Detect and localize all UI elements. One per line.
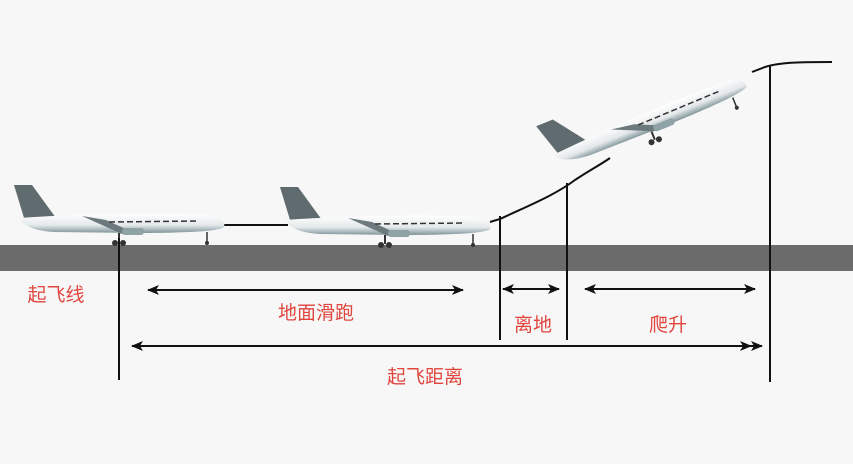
- label-takeoff-line: 起飞线: [27, 284, 85, 306]
- airplane-ground-roll: [279, 186, 492, 249]
- label-liftoff: 离地: [513, 314, 553, 336]
- label-climb: 爬升: [648, 314, 688, 336]
- runway: [0, 245, 853, 271]
- marker-lines: [118, 66, 771, 382]
- flight-path: [222, 61, 833, 226]
- airplane-climb: [535, 46, 756, 184]
- label-ground-roll: 地面滑跑: [277, 302, 355, 324]
- airplane-start: [13, 184, 226, 247]
- label-takeoff-distance: 起飞距离: [386, 366, 464, 388]
- double-arrowhead: [740, 341, 752, 351]
